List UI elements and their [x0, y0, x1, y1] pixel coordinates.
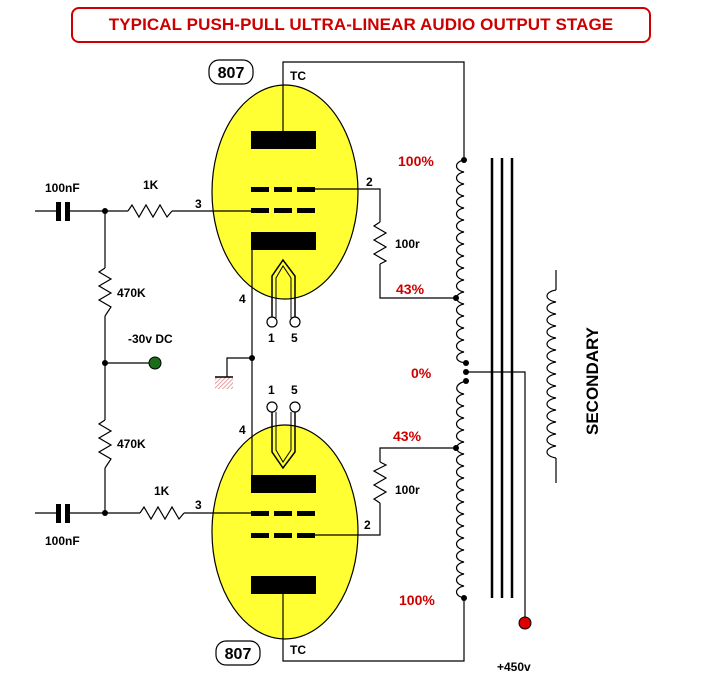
- pin-heater5-upper: 5: [291, 331, 298, 345]
- bias-label: -30v DC: [128, 332, 173, 346]
- upper-tube: [211, 84, 359, 300]
- tap-upper-ul: 43%: [396, 281, 425, 297]
- ground-symbol: [215, 376, 233, 389]
- bias-node: [148, 356, 162, 370]
- supply-label: +450v: [497, 660, 531, 674]
- res-screen-upper-label: 100r: [395, 237, 420, 251]
- pin-grid-lower: 3: [195, 498, 202, 512]
- tc-lower: TC: [290, 643, 306, 657]
- tube-label-lower: 807: [225, 646, 252, 663]
- cap-upper-label: 100nF: [45, 181, 80, 195]
- primary-winding: [455, 159, 467, 599]
- res-screen-lower-label: 100r: [395, 483, 420, 497]
- cap-upper: [56, 202, 70, 221]
- secondary-winding: [546, 270, 557, 483]
- pin-heater1-upper: 1: [268, 331, 275, 345]
- tc-upper: TC: [290, 69, 306, 83]
- res-bias-lower: [97, 419, 113, 469]
- pin-heater5-lower: 5: [291, 383, 298, 397]
- supply-node: [518, 616, 532, 630]
- res-bias-upper-label: 470K: [117, 286, 146, 300]
- res-bias-upper: [97, 267, 113, 317]
- res-screen-upper: [372, 221, 388, 265]
- tap-center: 0%: [411, 365, 432, 381]
- pin-screen-lower: 2: [364, 518, 371, 532]
- lower-tube: [211, 424, 359, 640]
- res-grid-upper: [127, 203, 173, 219]
- cap-lower-label: 100nF: [45, 534, 80, 548]
- pin-grid-upper: 3: [195, 197, 202, 211]
- res-screen-lower: [372, 461, 388, 504]
- cap-lower: [56, 504, 70, 523]
- pin-screen-upper: 2: [366, 175, 373, 189]
- tube-label-upper: 807: [218, 65, 245, 82]
- pin-cathode-upper: 4: [239, 292, 246, 306]
- pin-cathode-lower: 4: [239, 423, 246, 437]
- transformer-core: [490, 158, 514, 598]
- tap-top: 100%: [398, 153, 434, 169]
- res-grid-lower-label: 1K: [154, 484, 170, 498]
- res-bias-lower-label: 470K: [117, 437, 146, 451]
- tap-bottom: 100%: [399, 592, 435, 608]
- pin-heater1-lower: 1: [268, 383, 275, 397]
- tap-lower-ul: 43%: [393, 428, 422, 444]
- res-grid-upper-label: 1K: [143, 178, 159, 192]
- res-grid-lower: [139, 505, 185, 521]
- secondary-label: SECONDARY: [583, 326, 602, 435]
- diagram-title: TYPICAL PUSH-PULL ULTRA-LINEAR AUDIO OUT…: [71, 7, 651, 43]
